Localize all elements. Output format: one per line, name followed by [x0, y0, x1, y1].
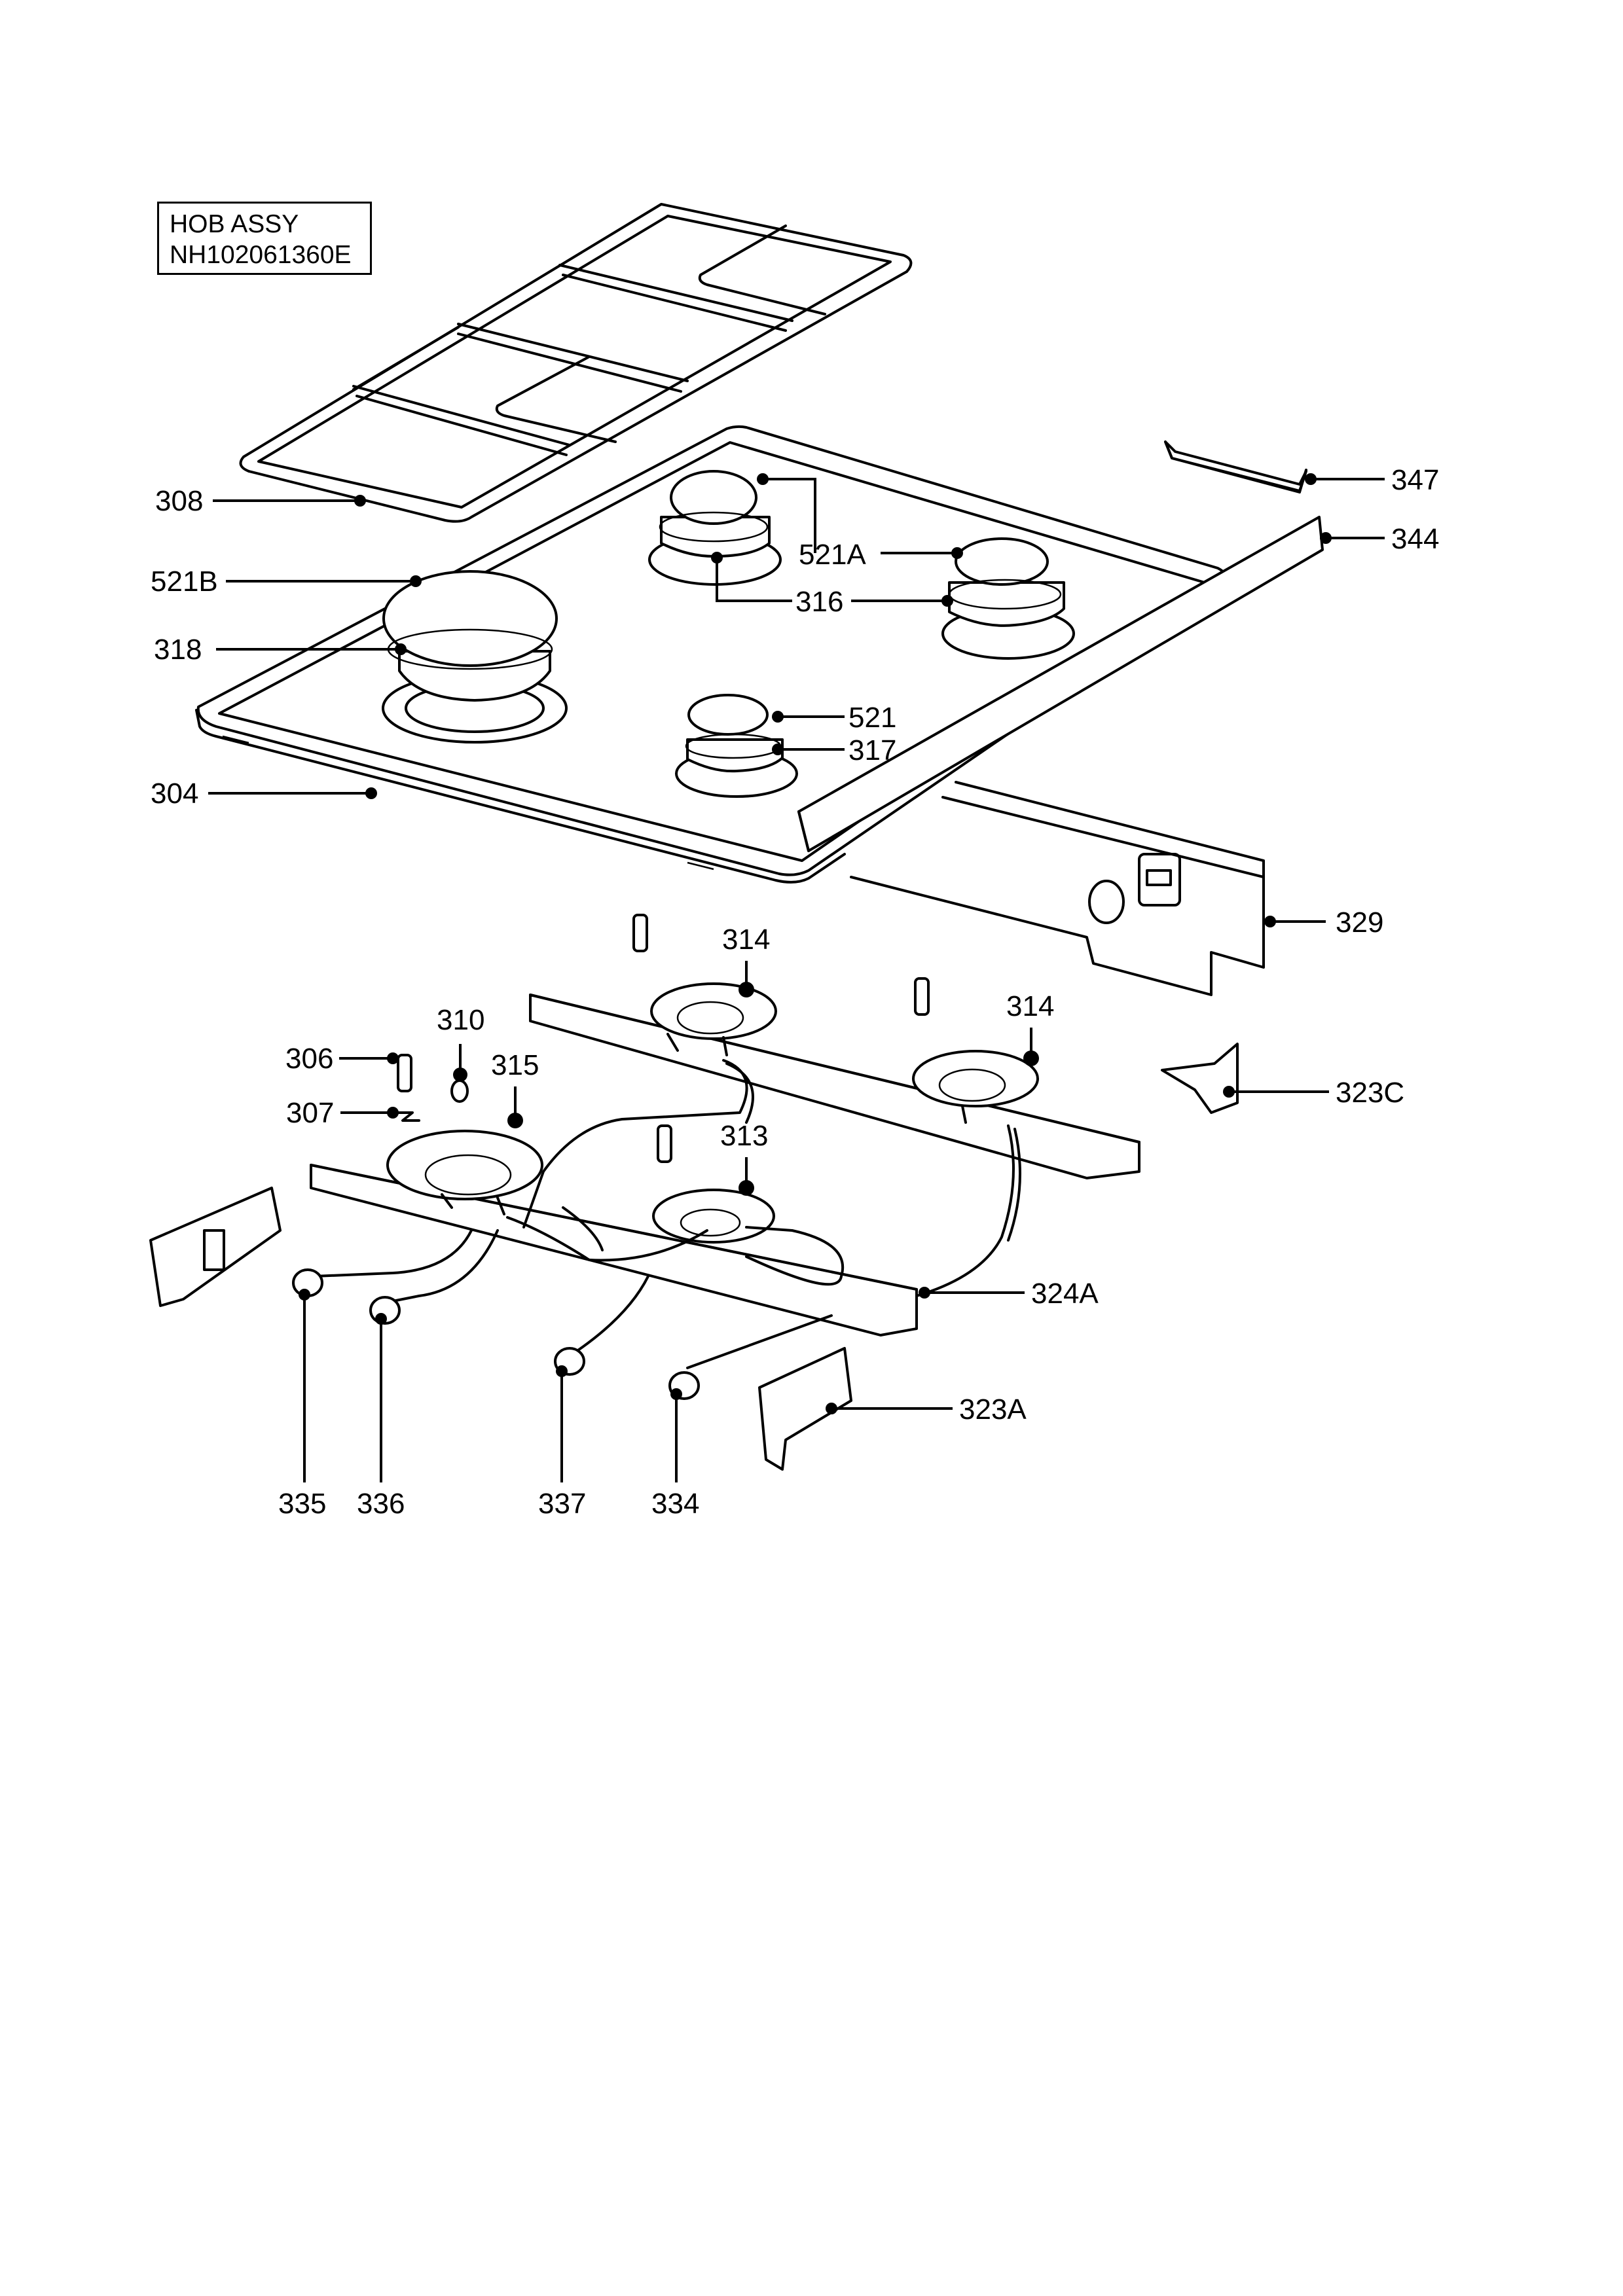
callout-323A: 323A [826, 1393, 1027, 1426]
bracket-323C [1161, 1043, 1239, 1114]
side-trim-strip [797, 516, 1324, 852]
burner-rail-rear [529, 994, 1140, 1179]
callout-521B: 521B [151, 565, 422, 598]
ignition-electrode-310 [450, 1079, 469, 1103]
callout-336: 336 [357, 1313, 405, 1520]
burner-rear-right [941, 537, 1075, 660]
gas-supply-tubes [313, 1059, 1021, 1369]
callout-label-323C: 323C [1336, 1077, 1404, 1109]
injector-rear-right [914, 977, 930, 1016]
callout-label-314-left: 314 [722, 924, 770, 956]
assembly-part-number: NH102061360E [170, 241, 352, 269]
callout-308: 308 [155, 485, 366, 517]
callout-314-right: 314 [1006, 990, 1054, 1066]
callout-label-329: 329 [1336, 906, 1383, 939]
burner-cup-314-right [912, 1050, 1039, 1124]
callout-347: 347 [1305, 464, 1439, 496]
callout-label-314-right: 314 [1006, 990, 1054, 1022]
callout-label-317: 317 [848, 734, 896, 766]
thermocouple-clip-307 [392, 1111, 420, 1122]
rear-control-panel [850, 781, 1265, 996]
callout-334: 334 [651, 1388, 699, 1520]
bracket-323A [758, 1347, 852, 1471]
callout-521: 521 [772, 702, 896, 734]
callout-label-335: 335 [278, 1488, 326, 1520]
callout-label-521A: 521A [799, 539, 866, 571]
callout-label-324A: 324A [1031, 1278, 1099, 1310]
callout-label-315: 315 [491, 1049, 539, 1081]
callout-316: 316 [711, 552, 953, 618]
injector-front [657, 1124, 672, 1163]
burner-cup-314-left [650, 982, 777, 1056]
injector-306 [397, 1054, 412, 1092]
callout-label-310: 310 [437, 1004, 484, 1036]
callout-317: 317 [772, 734, 896, 766]
burner-rear-left [648, 470, 782, 586]
callout-318: 318 [154, 634, 407, 666]
callout-label-521B: 521B [151, 565, 218, 598]
callout-335: 335 [278, 1289, 326, 1520]
burner-large-left [382, 570, 568, 744]
callout-label-336: 336 [357, 1488, 405, 1520]
callout-344: 344 [1320, 523, 1439, 555]
burner-cup-313 [652, 1189, 775, 1244]
assembly-title: HOB ASSY [170, 210, 299, 238]
callout-313: 313 [720, 1120, 768, 1196]
callout-307: 307 [286, 1097, 399, 1129]
rear-bracket [1164, 440, 1307, 493]
callout-329: 329 [1264, 906, 1383, 939]
callout-label-308: 308 [155, 485, 203, 517]
callout-label-313: 313 [720, 1120, 768, 1152]
callout-310: 310 [437, 1004, 484, 1082]
callout-521A: 521A [757, 473, 963, 571]
callout-label-307: 307 [286, 1097, 334, 1129]
injector-rear-left [632, 914, 648, 952]
bracket-left [149, 1187, 282, 1307]
burner-front [675, 694, 798, 798]
callout-337: 337 [538, 1365, 586, 1520]
callout-label-337: 337 [538, 1488, 586, 1520]
callout-label-344: 344 [1391, 523, 1439, 555]
callout-label-521: 521 [848, 702, 896, 734]
callout-324A: 324A [919, 1278, 1099, 1310]
callout-label-323A: 323A [959, 1393, 1027, 1426]
callout-323C: 323C [1223, 1077, 1404, 1109]
callout-304: 304 [151, 778, 377, 810]
callout-label-306: 306 [285, 1043, 333, 1075]
callout-label-347: 347 [1391, 464, 1439, 496]
callout-314-left: 314 [722, 924, 770, 997]
callout-label-334: 334 [651, 1488, 699, 1520]
burner-cup-315 [386, 1130, 543, 1215]
callout-306: 306 [285, 1043, 399, 1075]
burner-rail-front [310, 1164, 918, 1336]
callout-label-316: 316 [795, 586, 843, 618]
callout-315: 315 [491, 1049, 539, 1128]
callout-label-318: 318 [154, 634, 202, 666]
callout-label-304: 304 [151, 778, 198, 810]
pan-support-grid [239, 203, 913, 523]
assembly-title-box: HOB ASSY NH102061360E [157, 202, 372, 275]
